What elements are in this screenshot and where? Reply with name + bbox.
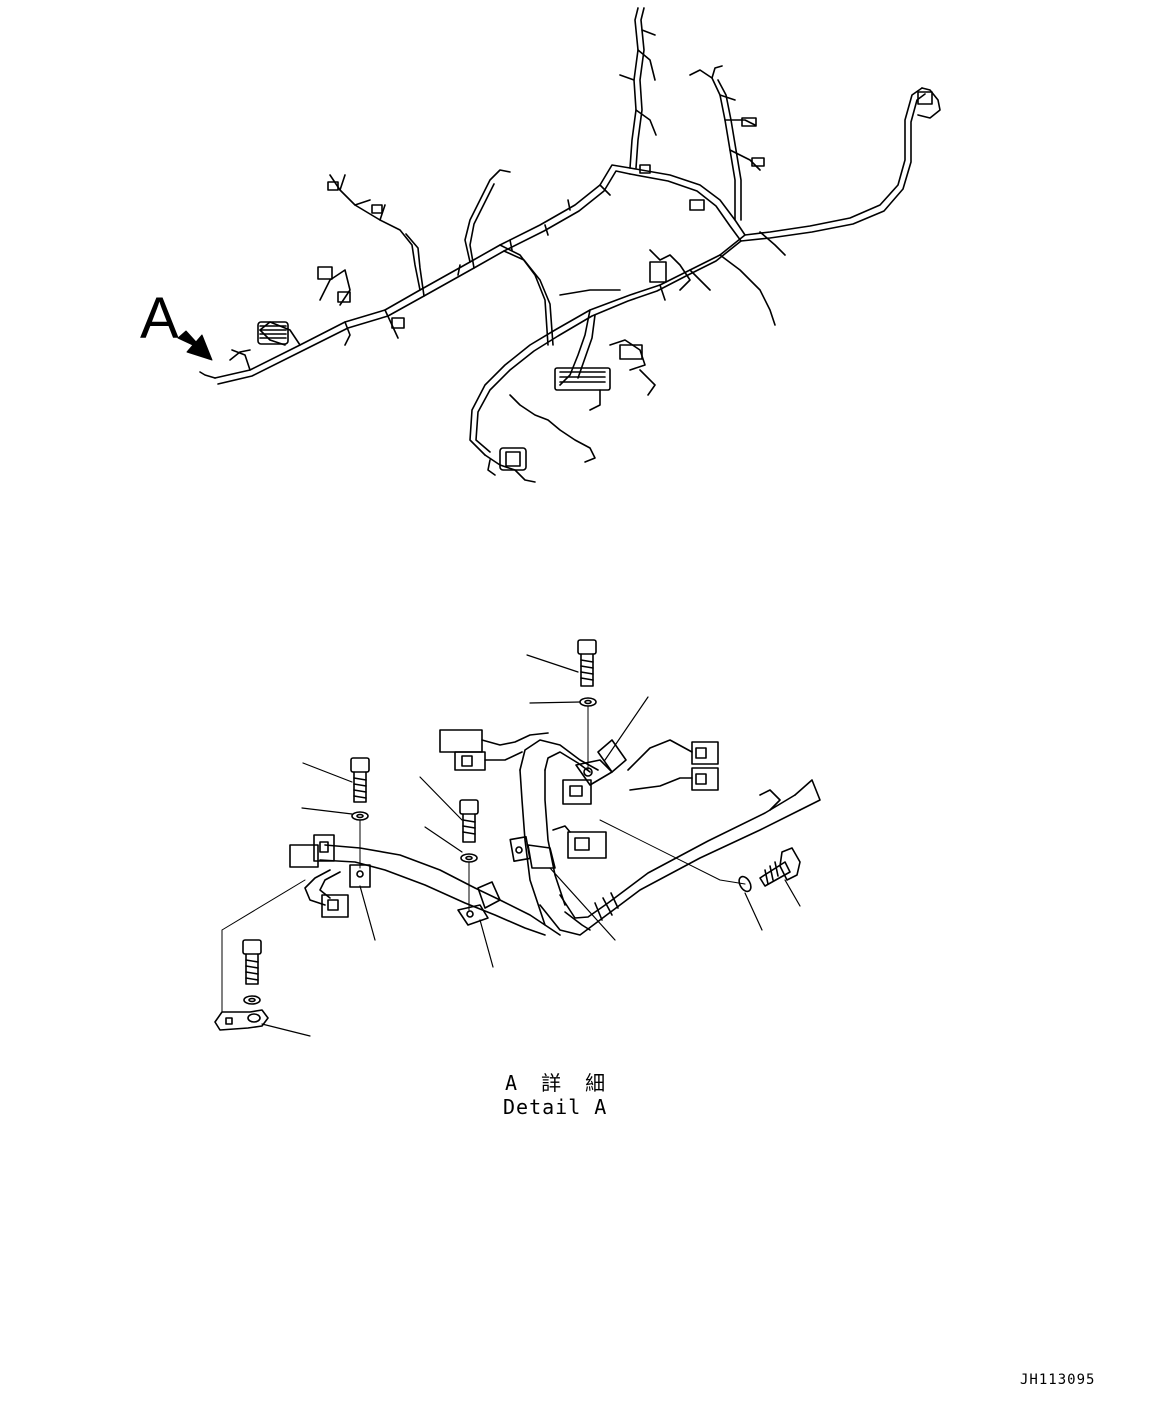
bolt-middle [459,799,479,843]
view-label: A [140,286,179,351]
washer-left [351,811,369,821]
bolt-top [577,639,597,687]
harness-main-tube [539,809,801,936]
connector-bottom [499,447,527,471]
ground-terminal [214,1009,269,1031]
connector-upper-right [691,741,719,765]
connector-upper-left [439,729,483,753]
connector-far-left [289,844,319,868]
harness-vertical-tube [519,769,561,936]
detail-title-en: Detail A [503,1095,608,1119]
washer-middle [460,853,478,863]
washer-top [579,697,597,707]
bolt-right [759,847,801,887]
drawing-id: JH113095 [1020,1372,1096,1388]
relay-block [257,321,289,345]
bolt-ground [242,939,262,985]
connector-middle [567,831,607,859]
detail-title-jp: A 詳 細 [505,1071,612,1095]
fuse-box [554,367,611,391]
washer-ground [243,995,261,1005]
detail-a-view [214,639,821,1037]
harness-trunk-left [214,164,631,379]
harness-trunk-top [629,87,923,236]
washer-right [738,875,752,893]
view-arrow-icon [177,330,213,361]
overall-harness-view [199,7,941,483]
bolt-left [350,757,370,803]
harness-left-tube [324,844,546,926]
leader-lines [261,654,801,1037]
